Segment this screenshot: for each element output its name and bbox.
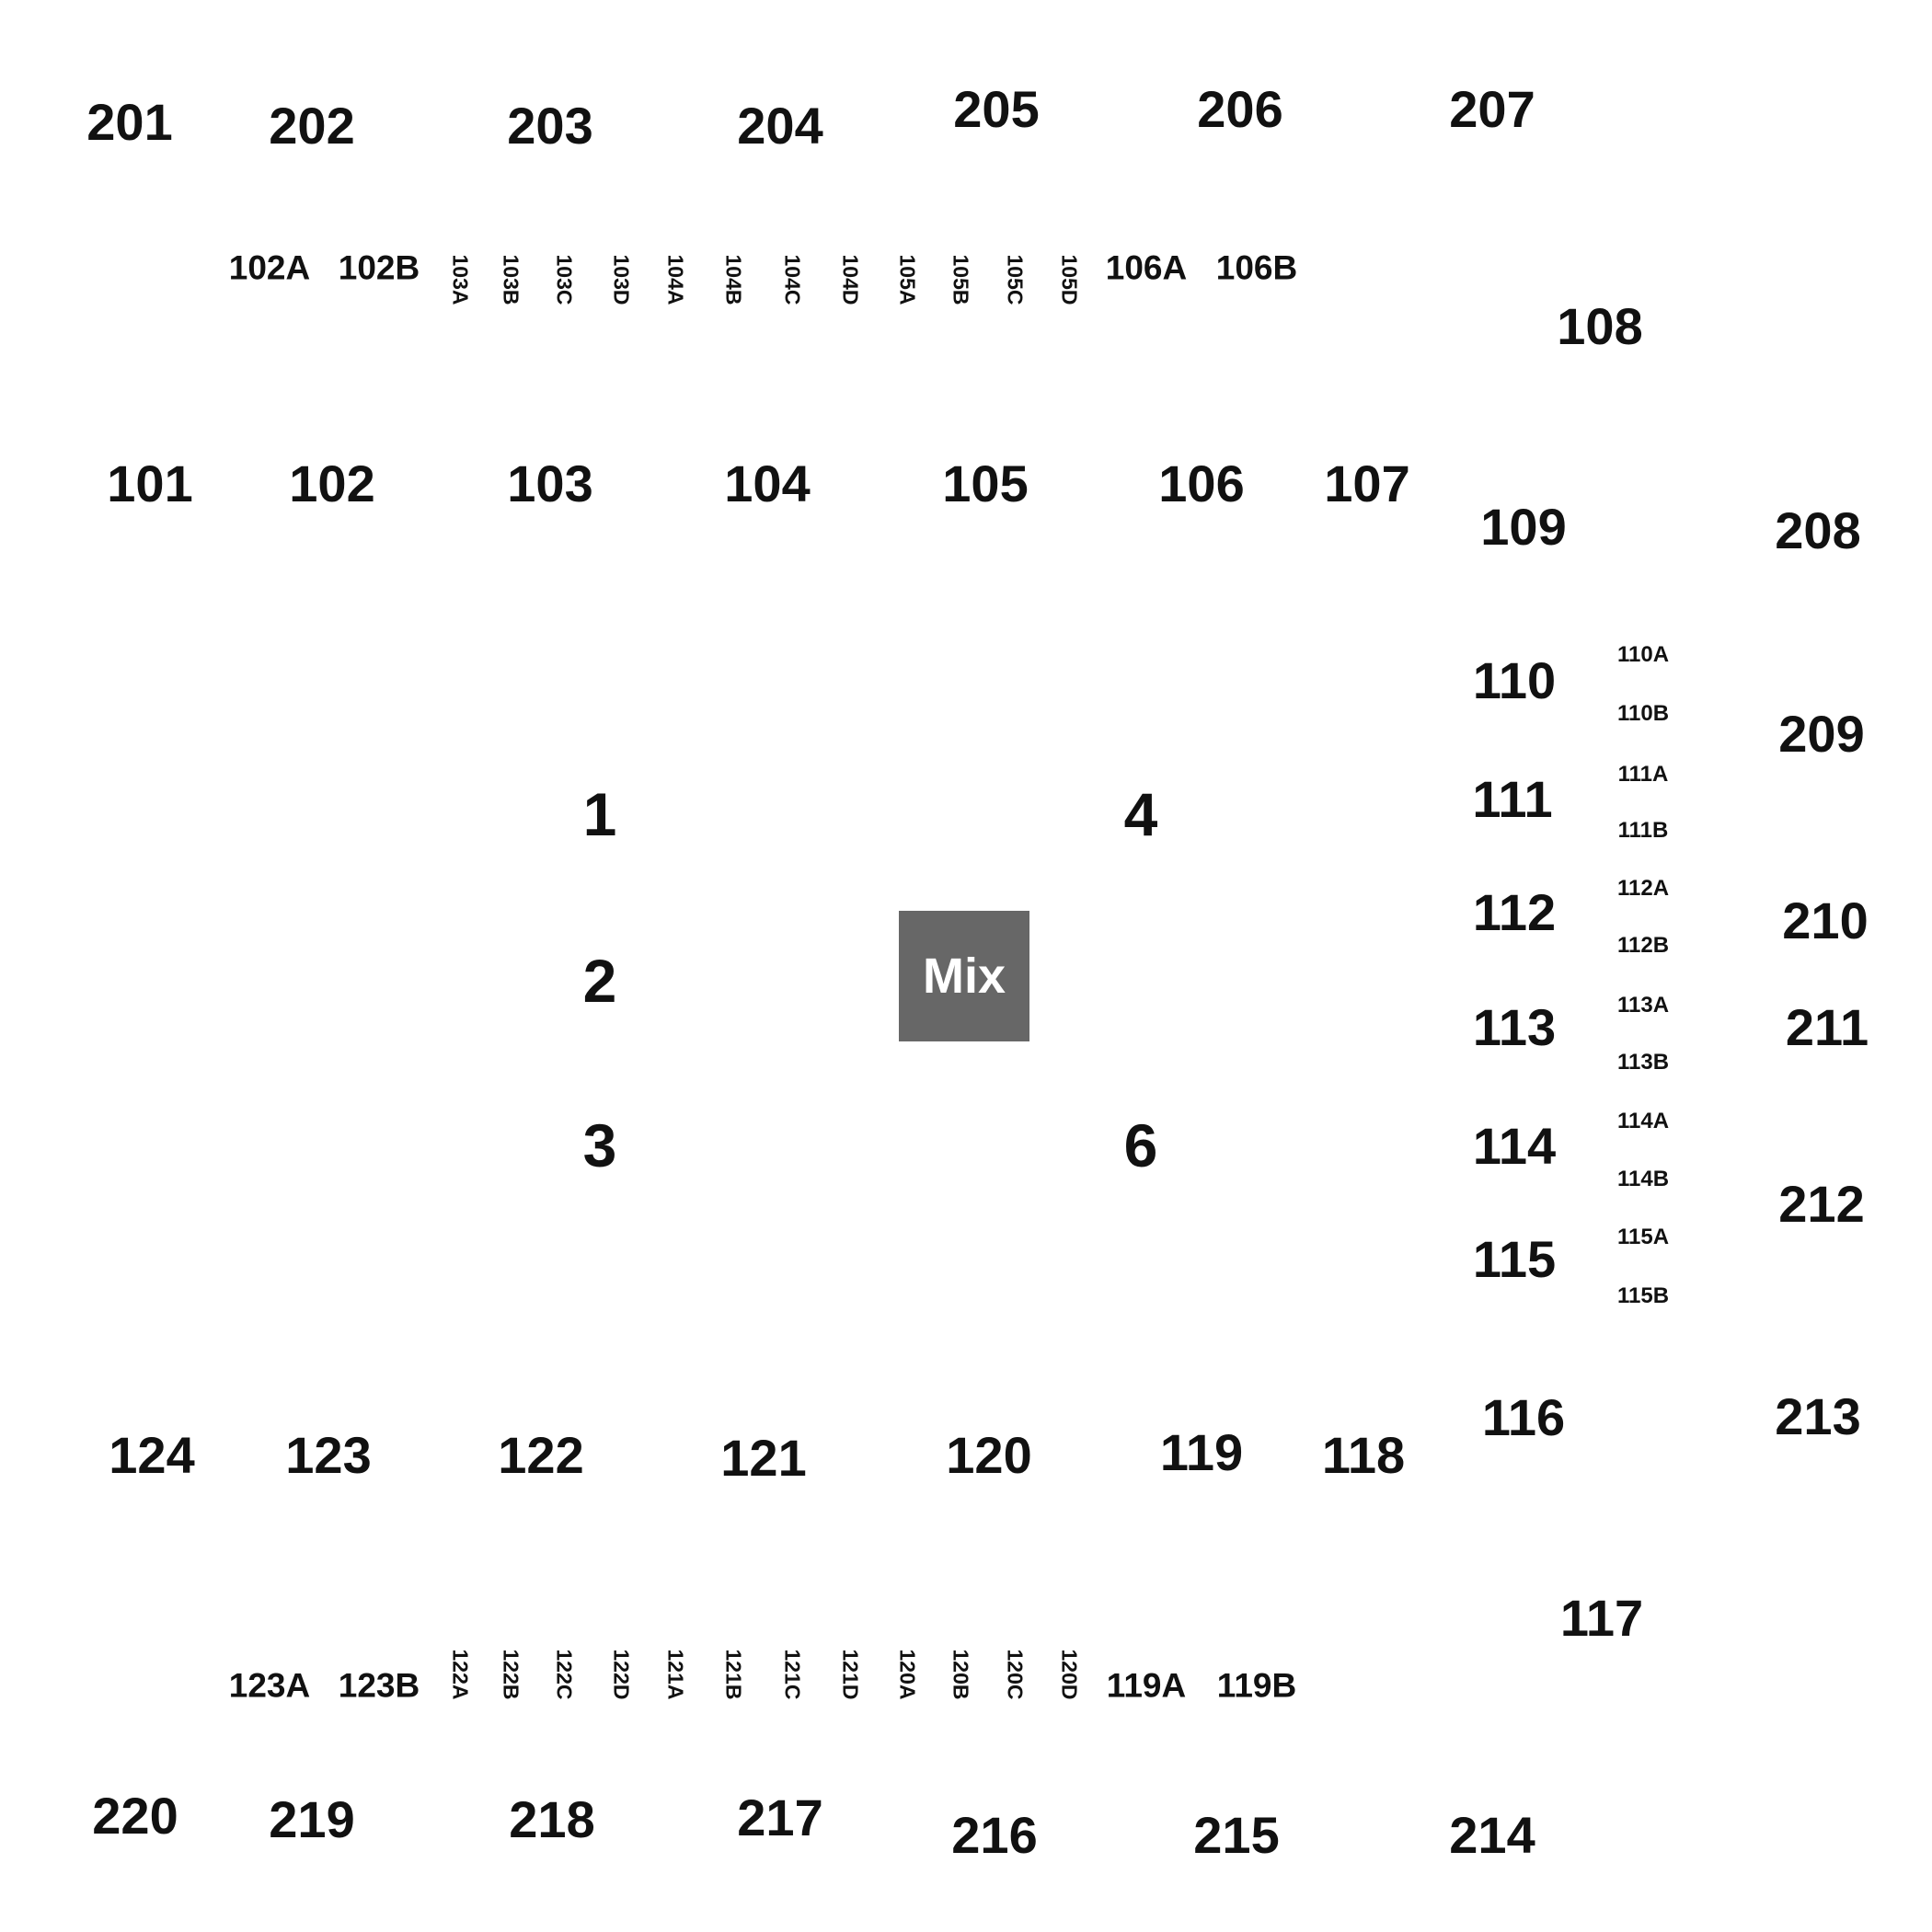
section-121[interactable]: 121	[720, 1429, 807, 1487]
section-217[interactable]: 217	[737, 1788, 823, 1846]
section-113[interactable]: 113	[1472, 998, 1557, 1056]
section-107[interactable]: 107	[1324, 454, 1410, 512]
subsection-119B[interactable]: 119B	[1216, 1666, 1297, 1705]
subsection-103A[interactable]: 103A	[448, 254, 473, 305]
section-117[interactable]: 117	[1559, 1589, 1644, 1647]
subsection-122B[interactable]: 122B	[499, 1649, 523, 1700]
floor-section-1[interactable]: 1	[582, 780, 617, 848]
section-208[interactable]: 208	[1775, 501, 1861, 559]
section-120[interactable]: 120	[946, 1426, 1032, 1484]
subsection-122A[interactable]: 122A	[448, 1649, 473, 1700]
subsection-106A[interactable]: 106A	[1105, 248, 1188, 287]
subsection-119A[interactable]: 119A	[1106, 1666, 1187, 1705]
subsection-103D[interactable]: 103D	[609, 254, 634, 305]
section-206[interactable]: 206	[1197, 80, 1283, 138]
section-105[interactable]: 105	[942, 454, 1029, 512]
subsection-115B[interactable]: 115B	[1616, 1283, 1670, 1308]
floor-section-6[interactable]: 6	[1123, 1111, 1158, 1179]
section-103[interactable]: 103	[507, 454, 593, 512]
section-201[interactable]: 201	[86, 93, 173, 151]
section-109[interactable]: 109	[1480, 498, 1567, 556]
subsection-121A[interactable]: 121A	[663, 1649, 688, 1700]
section-212[interactable]: 212	[1778, 1175, 1865, 1233]
section-111[interactable]: 111	[1472, 770, 1553, 828]
subsection-120B[interactable]: 120B	[949, 1649, 973, 1700]
section-216[interactable]: 216	[951, 1806, 1038, 1864]
subsection-102A[interactable]: 102A	[228, 248, 311, 287]
subsection-104D[interactable]: 104D	[838, 254, 863, 305]
section-122[interactable]: 122	[498, 1426, 584, 1484]
section-116[interactable]: 116	[1481, 1388, 1566, 1446]
section-106[interactable]: 106	[1158, 454, 1245, 512]
section-220[interactable]: 220	[92, 1787, 178, 1845]
subsection-104B[interactable]: 104B	[721, 254, 746, 305]
subsection-121C[interactable]: 121C	[780, 1649, 805, 1700]
section-119[interactable]: 119	[1159, 1423, 1244, 1481]
section-209[interactable]: 209	[1778, 705, 1865, 763]
subsection-103B[interactable]: 103B	[499, 254, 523, 305]
section-214[interactable]: 214	[1449, 1806, 1535, 1864]
subsection-110A[interactable]: 110A	[1616, 642, 1670, 667]
section-218[interactable]: 218	[509, 1790, 595, 1848]
subsection-123A[interactable]: 123A	[228, 1666, 311, 1705]
subsection-122D[interactable]: 122D	[609, 1649, 634, 1700]
subsection-122C[interactable]: 122C	[552, 1649, 577, 1700]
subsection-112A[interactable]: 112A	[1616, 876, 1670, 901]
section-205[interactable]: 205	[953, 80, 1040, 138]
section-211[interactable]: 211	[1785, 998, 1869, 1056]
subsection-113A[interactable]: 113A	[1616, 993, 1670, 1018]
section-115[interactable]: 115	[1472, 1230, 1557, 1288]
subsection-105B[interactable]: 105B	[949, 254, 973, 305]
floor-section-3[interactable]: 3	[582, 1111, 617, 1179]
section-202[interactable]: 202	[269, 97, 355, 155]
floor-section-2[interactable]: 2	[582, 947, 617, 1015]
subsection-114A[interactable]: 114A	[1616, 1109, 1670, 1133]
subsection-111B[interactable]: 111B	[1617, 818, 1669, 843]
subsection-105C[interactable]: 105C	[1003, 254, 1028, 305]
subsection-112B[interactable]: 112B	[1616, 933, 1670, 958]
subsection-106B[interactable]: 106B	[1215, 248, 1298, 287]
subsection-105D[interactable]: 105D	[1057, 254, 1082, 305]
subsection-104C[interactable]: 104C	[780, 254, 805, 305]
subsection-102B[interactable]: 102B	[338, 248, 420, 287]
section-124[interactable]: 124	[109, 1426, 195, 1484]
section-102[interactable]: 102	[289, 454, 375, 512]
section-101[interactable]: 101	[107, 454, 193, 512]
section-123[interactable]: 123	[285, 1426, 372, 1484]
section-203[interactable]: 203	[507, 97, 593, 155]
section-210[interactable]: 210	[1782, 891, 1869, 949]
subsection-104A[interactable]: 104A	[663, 254, 688, 305]
subsection-105A[interactable]: 105A	[895, 254, 920, 305]
floor-section-4[interactable]: 4	[1123, 780, 1158, 848]
section-204[interactable]: 204	[737, 97, 823, 155]
subsection-120C[interactable]: 120C	[1003, 1649, 1028, 1700]
section-215[interactable]: 215	[1193, 1806, 1280, 1864]
section-213[interactable]: 213	[1775, 1387, 1861, 1445]
section-114[interactable]: 114	[1472, 1117, 1557, 1175]
subsection-121B[interactable]: 121B	[721, 1649, 746, 1700]
mix-position: Mix	[899, 911, 1029, 1041]
subsection-123B[interactable]: 123B	[338, 1666, 420, 1705]
subsection-103C[interactable]: 103C	[552, 254, 577, 305]
section-207[interactable]: 207	[1449, 80, 1535, 138]
subsection-114B[interactable]: 114B	[1616, 1167, 1670, 1191]
subsection-113B[interactable]: 113B	[1616, 1050, 1670, 1075]
subsection-120A[interactable]: 120A	[895, 1649, 920, 1700]
subsection-111A[interactable]: 111A	[1617, 762, 1669, 787]
mix-label: Mix	[922, 949, 1006, 1004]
section-219[interactable]: 219	[269, 1790, 355, 1848]
subsection-110B[interactable]: 110B	[1616, 701, 1670, 726]
section-118[interactable]: 118	[1321, 1426, 1406, 1484]
section-110[interactable]: 110	[1472, 651, 1557, 709]
subsection-120D[interactable]: 120D	[1057, 1649, 1082, 1700]
section-104[interactable]: 104	[724, 454, 811, 512]
section-108[interactable]: 108	[1557, 297, 1643, 355]
subsection-121D[interactable]: 121D	[838, 1649, 863, 1700]
section-112[interactable]: 112	[1472, 883, 1557, 941]
subsection-115A[interactable]: 115A	[1616, 1225, 1670, 1249]
